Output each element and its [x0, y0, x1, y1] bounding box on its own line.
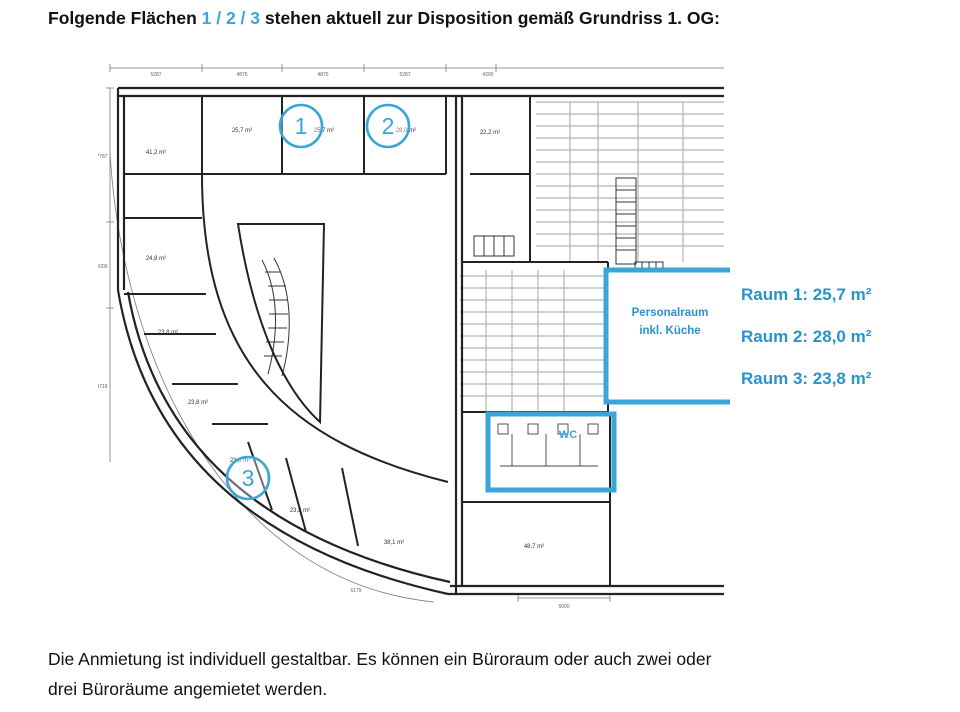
- dimension-values: 5287 4875 4875 5287 4200 7787 6009 9718 …: [98, 72, 570, 608]
- personalraum-highlight: Personalraum inkl. Küche: [603, 267, 730, 405]
- room-area-2: 25,7 m²: [232, 128, 252, 134]
- room-marker-3: 3: [225, 455, 271, 501]
- room-marker-3-label: 3: [242, 465, 255, 491]
- personalraum-label-line-2: inkl. Küche: [639, 325, 700, 337]
- footer-line-1: Die Anmietung ist individuell gestaltbar…: [48, 649, 712, 669]
- personalraum-label-line-1: Personalraum: [632, 307, 709, 319]
- footer-text: Die Anmietung ist individuell gestaltbar…: [48, 644, 868, 704]
- wc-highlight: WC: [485, 411, 617, 493]
- room-area-6: 24,8 m²: [146, 256, 166, 262]
- floor-plan: 41,2 m² 25,7 m² 25,7 m² 28,0 m² 22,2 m² …: [98, 62, 730, 608]
- wc-label: WC: [559, 429, 577, 441]
- room-marker-1-label: 1: [295, 113, 308, 139]
- room-area-12: 48,7 m²: [524, 544, 544, 550]
- dimension-left-2: 6009: [98, 264, 108, 270]
- wc-fixtures: [497, 423, 599, 467]
- heading-highlight: 1 / 2 / 3: [201, 8, 261, 28]
- interior-walls: [124, 96, 611, 586]
- dimension-top-2: 4875: [236, 72, 247, 78]
- heading-text-after: stehen aktuell zur Disposition gemäß Gru…: [260, 8, 720, 28]
- room-area-11: 38,1 m²: [384, 540, 404, 546]
- stair-hatching: [460, 101, 724, 412]
- room-marker-2-label: 2: [382, 113, 395, 139]
- legend-room-3: Raum 3: 23,8 m²: [741, 369, 872, 388]
- room-area-4: 28,0 m²: [396, 128, 416, 134]
- dimension-left-1: 7787: [98, 154, 108, 160]
- dimension-top-3: 4875: [317, 72, 328, 78]
- room-markers: 1 2 3: [225, 103, 411, 501]
- dimension-bottom-2: 6179: [350, 588, 361, 594]
- legend-room-2: Raum 2: 28,0 m²: [741, 327, 872, 346]
- dimension-top-4: 5287: [399, 72, 410, 78]
- room-area-1: 41,2 m²: [146, 150, 166, 156]
- floor-plan-drawing: 41,2 m² 25,7 m² 25,7 m² 28,0 m² 22,2 m² …: [98, 64, 730, 608]
- room-area-5: 22,2 m²: [480, 130, 500, 136]
- room-area-7: 23,8 m²: [158, 330, 178, 336]
- footer-line-2: drei Büroräume angemietet werden.: [48, 679, 328, 699]
- room-area-10: 23,8 m²: [290, 508, 310, 514]
- room-areas: 41,2 m² 25,7 m² 25,7 m² 28,0 m² 22,2 m² …: [146, 128, 544, 550]
- room-area-9: 23,8 m²: [230, 458, 250, 464]
- room-marker-2: 2: [365, 103, 411, 149]
- dimension-top-5: 4200: [482, 72, 493, 78]
- page-heading: Folgende Flächen 1 / 2 / 3 stehen aktuel…: [48, 8, 720, 29]
- room-area-8: 23,8 m²: [188, 400, 208, 406]
- heading-text-before: Folgende Flächen: [48, 8, 202, 28]
- room-area-3: 25,7 m²: [314, 128, 334, 134]
- room-marker-1: 1: [278, 103, 324, 149]
- dimension-bottom-1: 5000: [558, 604, 569, 608]
- dimension-top-1: 5287: [150, 72, 161, 78]
- legend-room-1: Raum 1: 25,7 m²: [741, 285, 872, 304]
- exterior-walls: [116, 86, 724, 596]
- room-legend: Raum 1: 25,7 m² Raum 2: 28,0 m² Raum 3: …: [741, 284, 871, 410]
